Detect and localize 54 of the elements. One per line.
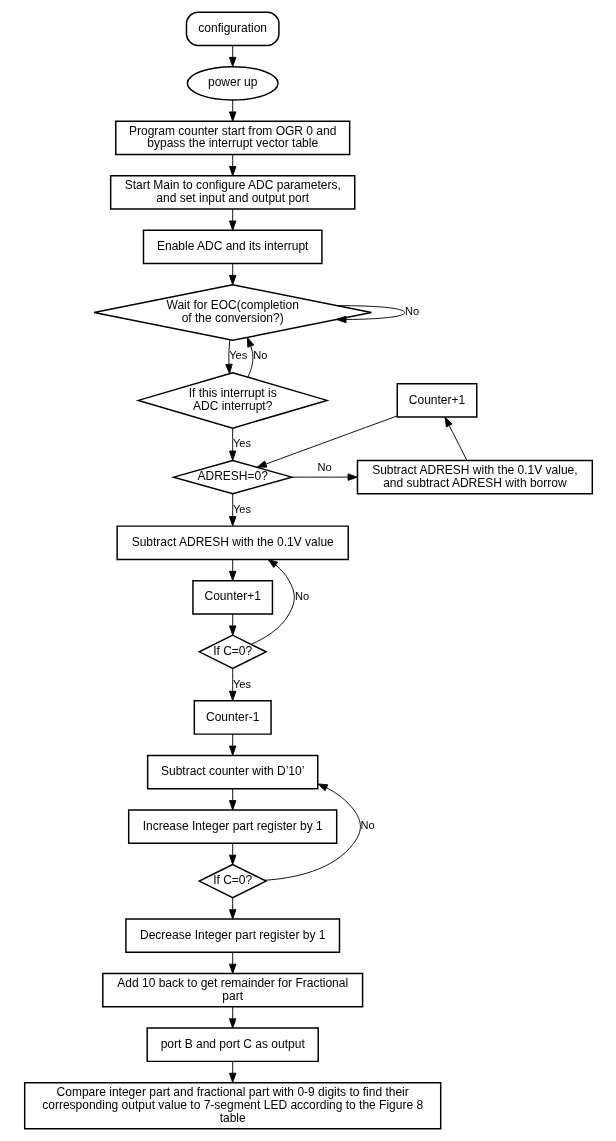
arrow bbox=[228, 842, 236, 865]
node-box: Decrease Integer part register by 1 bbox=[124, 918, 340, 954]
node-ellipse: power up bbox=[186, 65, 279, 101]
node-diamond: Wait for EOC(completion of the conversion?) bbox=[92, 284, 372, 342]
node-diamond: If this interrupt is ADC interrupt? bbox=[135, 371, 330, 429]
node-diamond: If C=0? bbox=[197, 863, 268, 899]
node-box: Add 10 back to get remainder for Fractional part bbox=[101, 972, 363, 1008]
edge-label: Yes bbox=[232, 502, 251, 515]
arrow bbox=[228, 559, 236, 582]
arrow bbox=[228, 99, 236, 122]
arrow bbox=[228, 427, 236, 461]
node-box: Subtract ADRESH with the 0.1V value, and subtract ADRESH with borrow bbox=[356, 459, 593, 495]
node-box: Subtract ADRESH with the 0.1V value bbox=[115, 525, 349, 561]
arrow bbox=[291, 473, 358, 481]
arrow bbox=[228, 733, 236, 756]
arrow bbox=[228, 263, 236, 286]
arrow bbox=[228, 208, 236, 231]
edge-label: No bbox=[404, 305, 419, 318]
edge-label: Yes bbox=[232, 437, 251, 450]
arrow bbox=[228, 493, 236, 527]
arrow bbox=[228, 613, 236, 636]
arrow bbox=[228, 668, 236, 701]
edge-label: No bbox=[360, 819, 375, 832]
node-box: Counter+1 bbox=[396, 383, 477, 418]
arrow bbox=[444, 416, 467, 461]
edge-label: Yes bbox=[232, 677, 251, 690]
node-box: port B and port C as output bbox=[145, 1027, 319, 1063]
arrow bbox=[256, 415, 398, 468]
arrow bbox=[250, 558, 295, 645]
arrow bbox=[228, 897, 236, 920]
node-box: Counter+1 bbox=[191, 579, 273, 615]
arrow bbox=[335, 305, 405, 324]
edge-label: No bbox=[317, 461, 332, 474]
edge-label: No bbox=[252, 349, 268, 362]
arrow bbox=[228, 788, 236, 811]
arrow bbox=[246, 337, 254, 378]
arrow bbox=[228, 154, 236, 177]
node-box: configuration bbox=[185, 11, 280, 47]
edge-label: No bbox=[294, 590, 309, 603]
node-diamond: If C=0? bbox=[197, 634, 268, 670]
node-box: Increase Integer part register by 1 bbox=[127, 809, 337, 844]
arrow bbox=[224, 339, 233, 374]
arrow bbox=[228, 1006, 236, 1029]
node-box: Subtract counter with D’10’ bbox=[146, 754, 318, 790]
arrow bbox=[263, 783, 361, 881]
node-box: Start Main to configure ADC parameters, and set input and output port bbox=[109, 175, 355, 210]
node-box: Program counter start from OGR 0 and bypass the interrupt vector table bbox=[114, 120, 350, 156]
arrow bbox=[228, 45, 236, 68]
edge-label: Yes bbox=[228, 349, 247, 362]
node-box: Compare integer part and fractional part with 0-9 digits to find their corresponding output value to 7-segment LED according to the Figure 8 table bbox=[23, 1081, 441, 1130]
node-box: Counter-1 bbox=[193, 700, 272, 735]
arrow bbox=[228, 951, 236, 974]
arrow bbox=[228, 1061, 236, 1083]
node-box: Enable ADC and its interrupt bbox=[142, 229, 323, 265]
